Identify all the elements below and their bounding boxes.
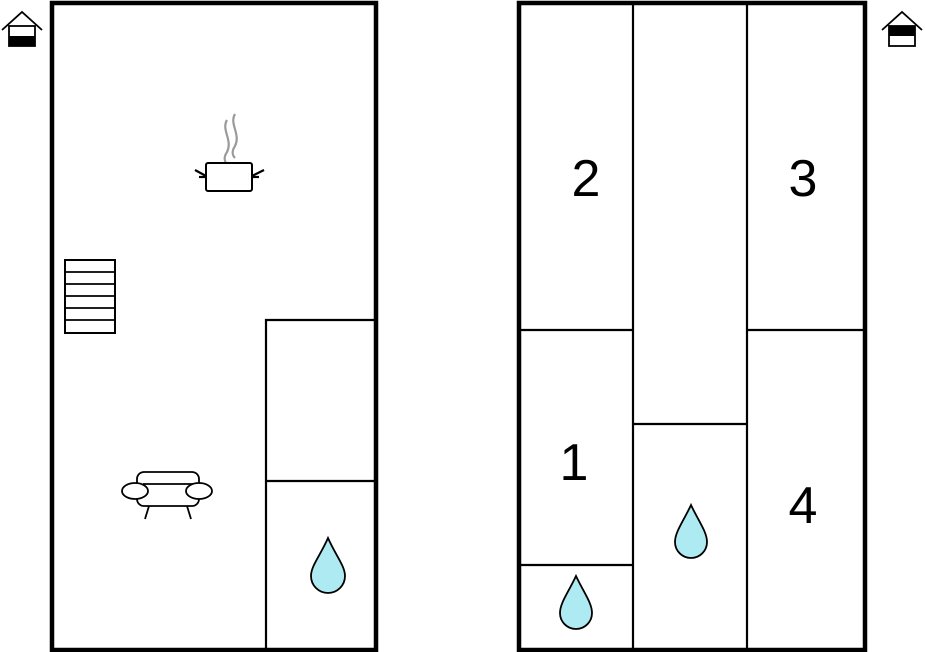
ground-floor-outline	[49, 0, 379, 652]
room-number-1: 1	[560, 434, 589, 492]
ground-floor-plan	[49, 0, 379, 652]
sofa-icon	[121, 471, 213, 520]
stairs-icon	[64, 259, 116, 334]
bathroom-water-drop-icon	[674, 502, 708, 559]
floor-level-ground-icon	[1, 10, 43, 47]
partition-wall	[264, 318, 376, 650]
floor-level-upper-icon	[881, 10, 923, 47]
bathroom-water-drop-icon	[559, 573, 593, 630]
room-number-3: 3	[789, 150, 818, 208]
upper-floor-plan: 2 3 1 4	[516, 0, 868, 652]
room-number-2: 2	[572, 150, 601, 208]
bathroom-water-drop-icon	[310, 535, 346, 594]
upper-floor-outline	[516, 0, 868, 652]
room-number-4: 4	[789, 477, 818, 535]
kitchen-pot-icon	[194, 113, 265, 192]
